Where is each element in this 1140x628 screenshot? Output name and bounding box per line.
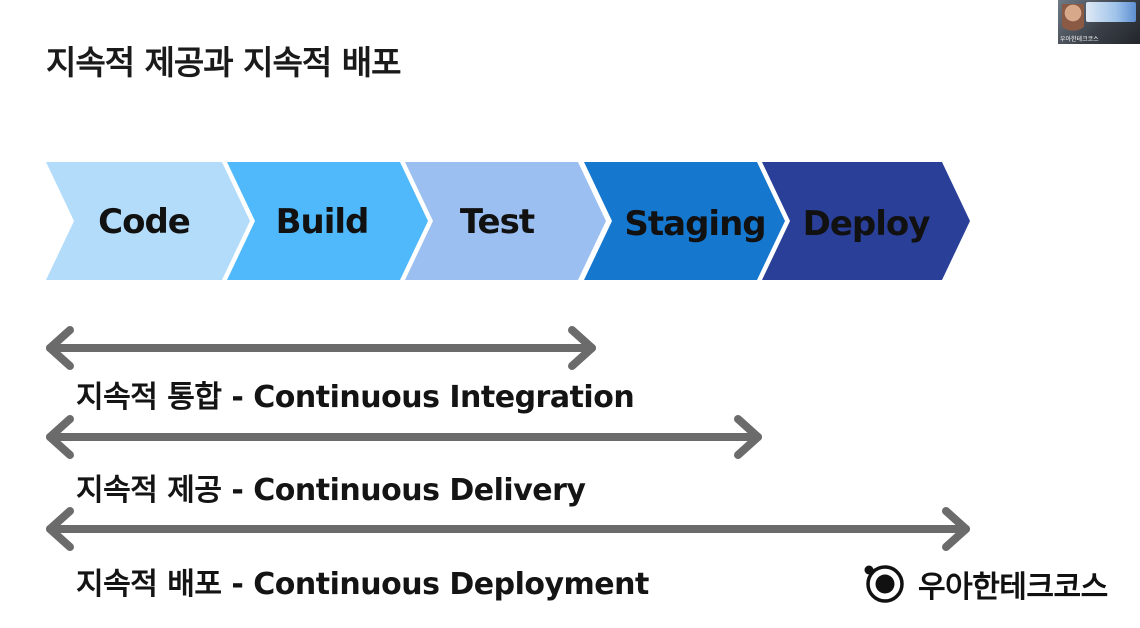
cd-delivery-range-arrow xyxy=(46,415,762,459)
stage-test-label: Test xyxy=(460,202,535,242)
cd-delivery-label: 지속적 제공 - Continuous Delivery xyxy=(76,473,586,508)
stage-deploy: Deploy xyxy=(762,162,970,280)
stage-staging: Staging xyxy=(584,162,785,280)
ci-label: 지속적 통합 - Continuous Integration xyxy=(76,380,635,415)
stage-code: Code xyxy=(46,162,250,280)
webcam-thumbnail: 우아한테크코스 xyxy=(1058,0,1140,44)
cd-deployment-label: 지속적 배포 - Continuous Deployment xyxy=(76,567,649,602)
stage-deploy-chevron xyxy=(762,162,970,280)
webcam-screen xyxy=(1086,2,1136,22)
stage-staging-chevron xyxy=(584,162,785,280)
stage-build-chevron xyxy=(227,162,428,280)
ci-range-arrow xyxy=(46,326,596,370)
stage-deploy-label: Deploy xyxy=(803,204,931,244)
brand-logo-area: 우아한테크코스 xyxy=(862,560,1108,608)
webcam-caption: 우아한테크코스 xyxy=(1060,36,1099,43)
stage-build: Build xyxy=(227,162,428,280)
stage-code-label: Code xyxy=(98,202,190,242)
cd-deployment-range-arrow xyxy=(46,507,970,551)
stage-staging-label: Staging xyxy=(624,204,765,244)
stage-test-chevron xyxy=(405,162,606,280)
brand-name: 우아한테크코스 xyxy=(918,570,1108,605)
woowa-logo-icon xyxy=(864,565,904,603)
slide-title: 지속적 제공과 지속적 배포 xyxy=(46,43,401,82)
webcam-presenter xyxy=(1062,4,1084,40)
stage-test: Test xyxy=(405,162,606,280)
stage-code-chevron xyxy=(46,162,250,280)
stage-build-label: Build xyxy=(276,202,369,242)
